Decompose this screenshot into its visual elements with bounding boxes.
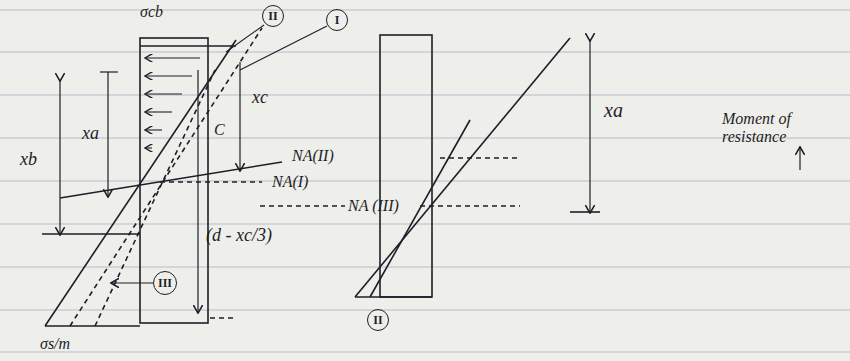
callout-number: II bbox=[373, 314, 382, 326]
callout-circle: I bbox=[326, 9, 348, 31]
diagram-label: xa bbox=[604, 100, 623, 120]
diagram-label: xb bbox=[20, 150, 37, 168]
diagram-label: Moment of resistance bbox=[722, 110, 832, 145]
diagram-label: NA(II) bbox=[292, 148, 334, 164]
callout-number: II bbox=[268, 10, 277, 22]
diagram-label: (d - xc/3) bbox=[206, 226, 272, 244]
callout-number: III bbox=[158, 277, 172, 289]
diagram-label: σcb bbox=[140, 4, 163, 20]
diagram-label: NA (III) bbox=[348, 198, 399, 214]
diagram-label: NA(I) bbox=[272, 174, 308, 190]
callout-circle: II bbox=[262, 5, 284, 27]
callout-number: I bbox=[335, 14, 340, 26]
diagram-label: C bbox=[214, 122, 225, 138]
diagram-label: σs/m bbox=[40, 336, 70, 352]
callout-circle: II bbox=[367, 309, 389, 331]
diagram-label: xc bbox=[252, 88, 268, 106]
diagram-label: xa bbox=[82, 124, 99, 142]
callout-circle: III bbox=[153, 271, 177, 295]
